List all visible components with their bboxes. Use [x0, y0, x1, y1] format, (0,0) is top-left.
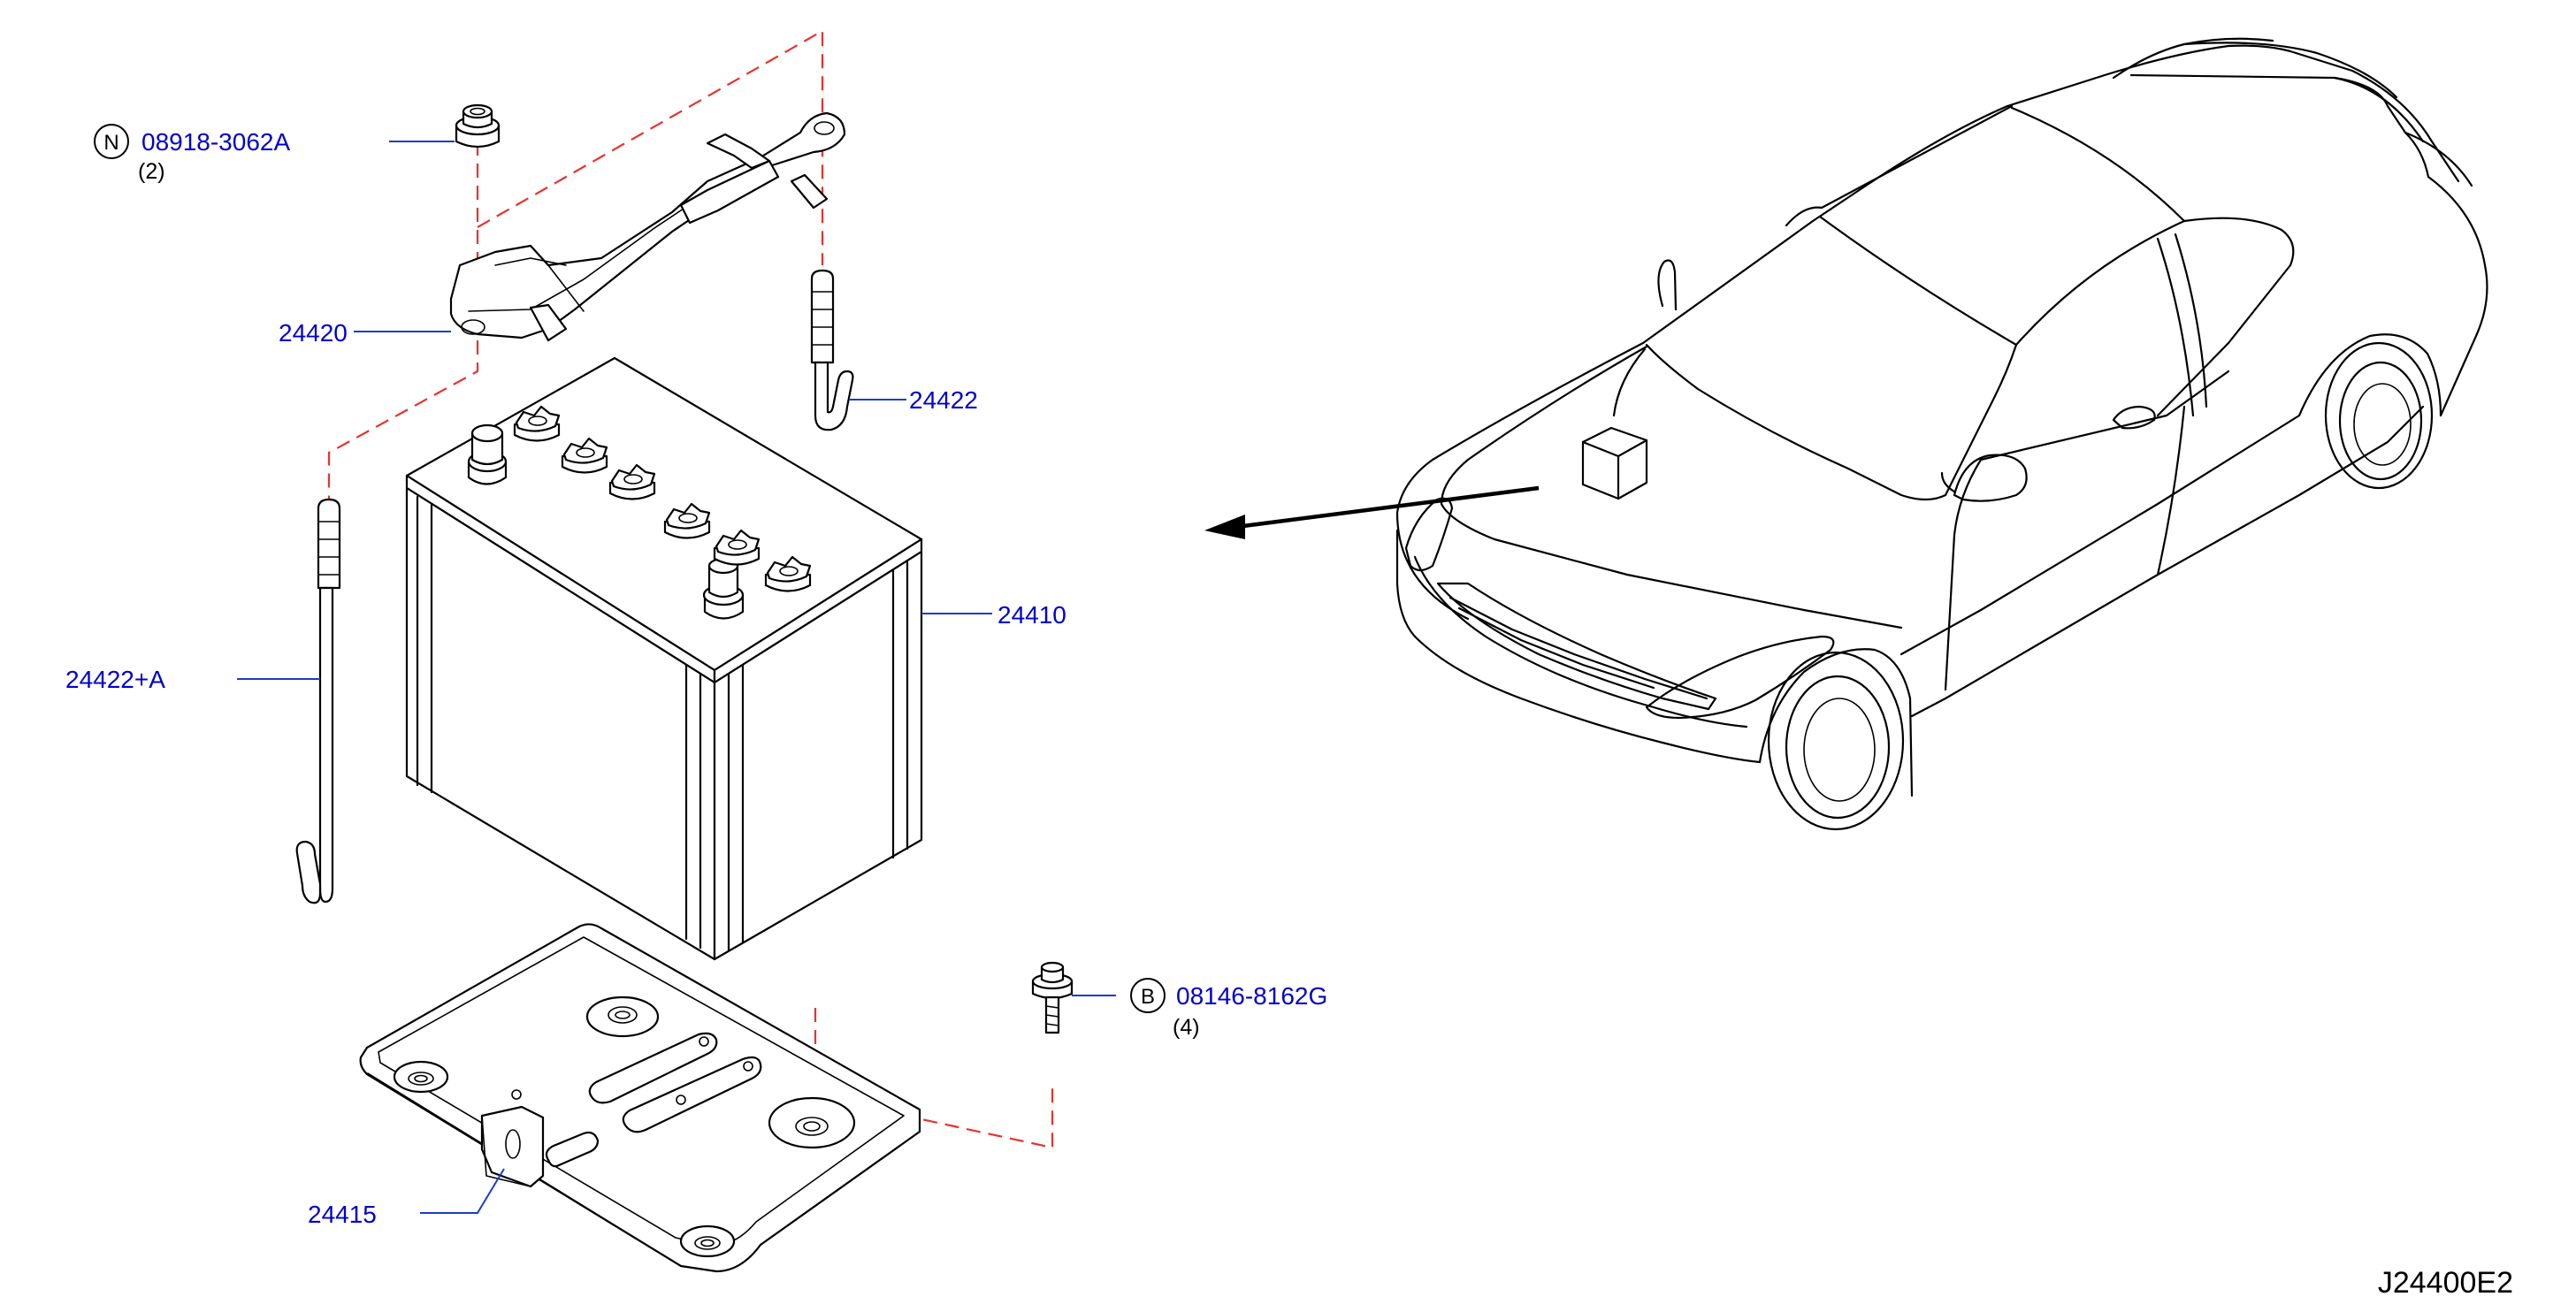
vent-cap-icon: [764, 555, 812, 592]
nut-symbol: N: [94, 124, 129, 159]
battery-terminal-icon: [467, 423, 508, 485]
bolt-quantity: (4): [1173, 1015, 1200, 1040]
battery-hold-down-frame[interactable]: [449, 111, 846, 342]
tray-part-number[interactable]: 24415: [308, 1201, 377, 1228]
nut-icon[interactable]: [455, 103, 501, 149]
battery-part-number[interactable]: 24410: [998, 601, 1066, 629]
bolt-part-number[interactable]: 08146-8162G: [1176, 982, 1327, 1010]
battery-terminal-icon: [702, 557, 745, 620]
bolt-symbol: B: [1130, 978, 1166, 1013]
nut-quantity: (2): [138, 159, 165, 184]
hold-down-rod-long[interactable]: [295, 498, 341, 904]
location-arrow: [1204, 485, 1540, 539]
vent-cap-icon: [608, 463, 656, 500]
rod-short-part-number[interactable]: 24422: [909, 386, 978, 414]
rod-long-part-number[interactable]: 24422+A: [65, 666, 165, 693]
vent-cap-icon: [561, 437, 608, 474]
tray-leader-line: [420, 1168, 505, 1214]
diagram-code: J24400E2: [2378, 1266, 2513, 1300]
vent-cap-icon: [513, 405, 561, 442]
tray-boss: [585, 995, 660, 1038]
nut-symbol-letter: N: [103, 131, 118, 155]
tray-boss: [393, 1060, 449, 1094]
tray-boss: [768, 1096, 856, 1149]
battery-location-box: [1581, 426, 1648, 500]
hold-down-rod-short[interactable]: [810, 269, 854, 431]
bolt-symbol-letter: B: [1141, 985, 1155, 1009]
vent-cap-icon: [713, 529, 761, 566]
nut-part-number[interactable]: 08918-3062A: [141, 128, 290, 156]
bolt-icon[interactable]: [1031, 961, 1074, 1034]
battery[interactable]: [405, 356, 923, 961]
vehicle-illustration: [1395, 37, 2488, 831]
frame-part-number[interactable]: 24420: [279, 319, 348, 347]
vent-cap-icon: [663, 502, 711, 539]
battery-tray[interactable]: [359, 923, 921, 1273]
tray-boss: [679, 1224, 736, 1258]
